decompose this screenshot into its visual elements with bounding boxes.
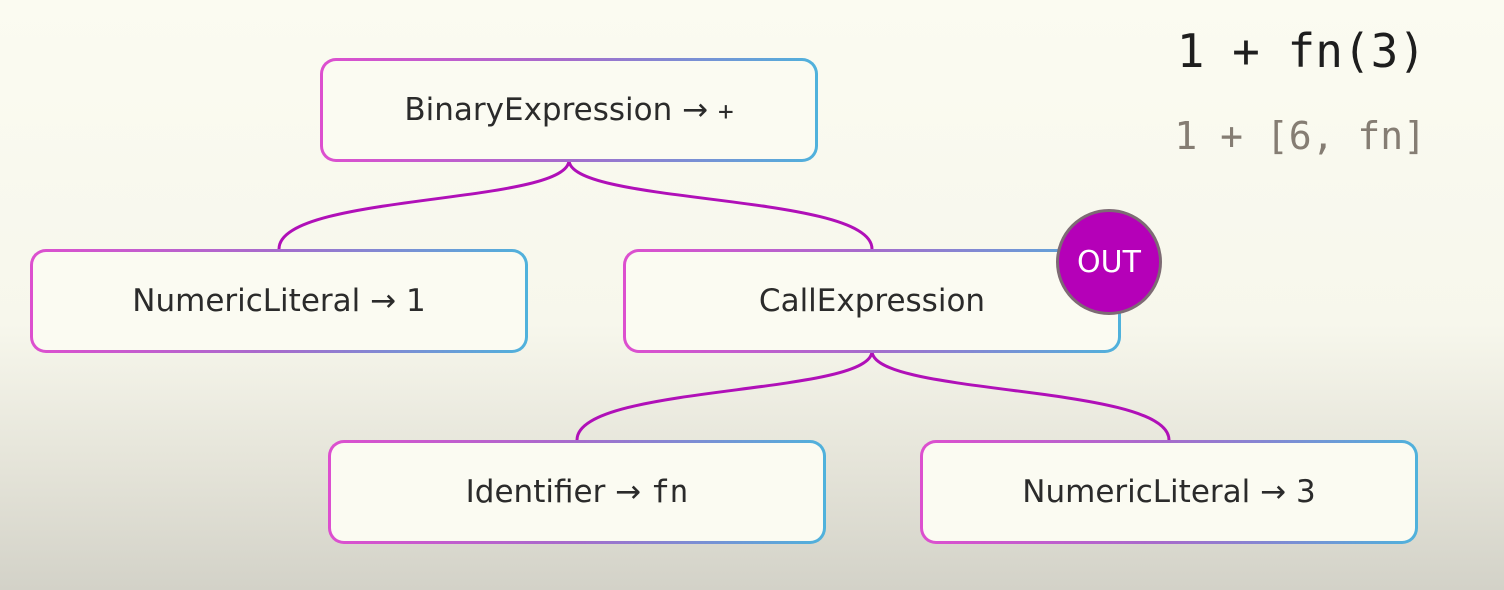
node-identifier: Identifier → fn: [328, 440, 826, 544]
node-type-text: BinaryExpression: [404, 92, 673, 128]
node-value-text: 3: [1295, 474, 1316, 510]
out-badge: OUT: [1056, 209, 1162, 315]
node-value-text: fn: [651, 474, 689, 510]
node-numeric-literal-1: NumericLiteral → 1: [30, 249, 528, 353]
arrow-icon: →: [1260, 474, 1287, 510]
node-numeric-literal-3-label: NumericLiteral → 3: [1022, 474, 1315, 510]
node-identifier-label: Identifier → fn: [466, 474, 689, 510]
edge-call-to-numeric-3: [870, 350, 1171, 441]
node-binary-expression: BinaryExpression → +: [320, 58, 818, 162]
node-value-text: 1: [405, 283, 426, 319]
node-type-text: NumericLiteral: [1022, 474, 1251, 510]
node-type-text: Identifier: [465, 474, 606, 510]
edge-call-to-identifier: [575, 350, 874, 441]
node-binary-expression-label: BinaryExpression → +: [404, 92, 733, 128]
arrow-icon: →: [370, 283, 397, 319]
node-numeric-literal-3: NumericLiteral → 3: [920, 440, 1418, 544]
node-call-expression-label: CallExpression: [758, 283, 986, 319]
edge-binary-to-numeric-1: [277, 159, 571, 250]
node-call-expression: CallExpression: [623, 249, 1121, 353]
arrow-icon: →: [682, 92, 709, 128]
node-numeric-literal-1-label: NumericLiteral → 1: [132, 283, 425, 319]
edge-binary-to-call: [567, 159, 874, 250]
source-code: 1 + fn(3): [1176, 24, 1426, 78]
evaluation-result: 1 + [6, fn]: [1174, 114, 1426, 158]
node-type-text: NumericLiteral: [132, 283, 361, 319]
arrow-icon: →: [615, 474, 642, 510]
node-value-text: +: [717, 97, 734, 127]
